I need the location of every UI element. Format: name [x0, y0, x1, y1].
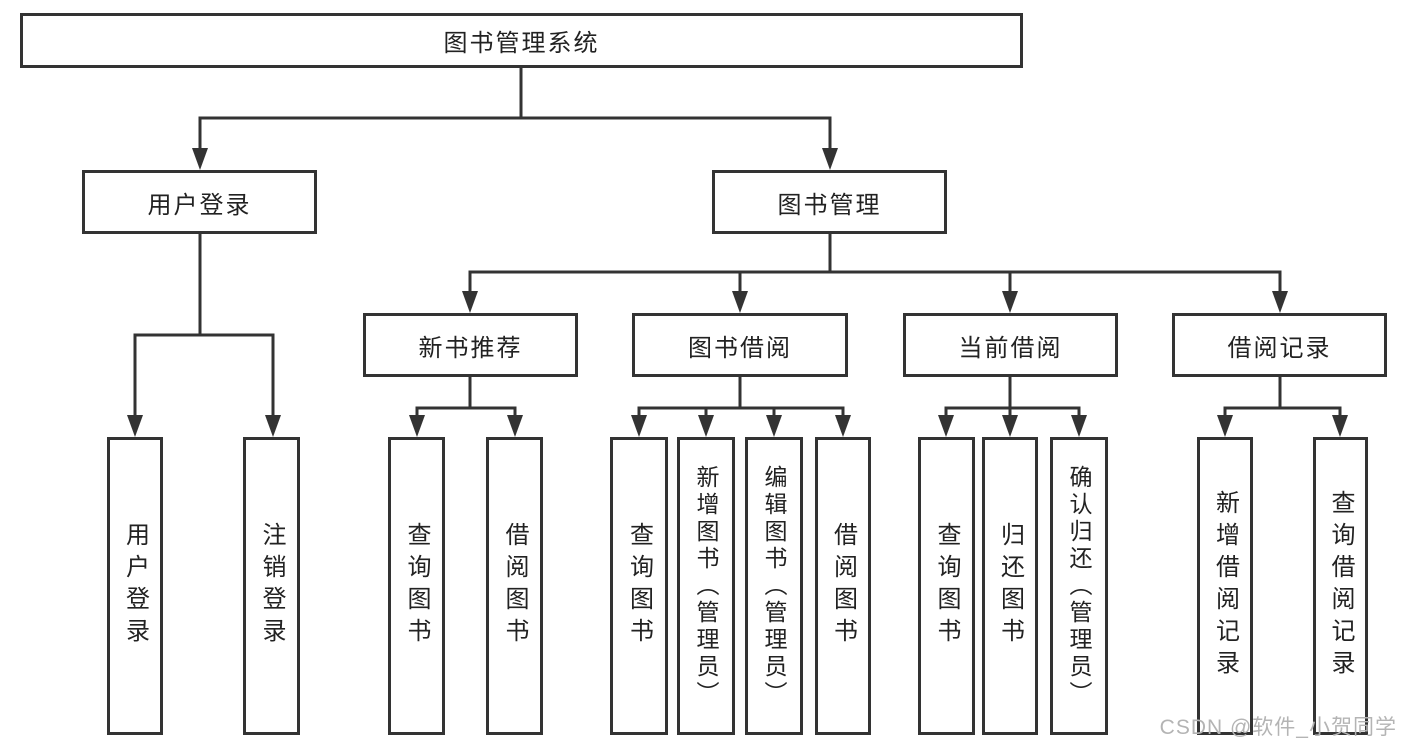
node-label: 编辑图书（管理员）	[761, 464, 787, 708]
node-label: 新书推荐	[418, 334, 523, 362]
node-label: 借阅图书	[501, 522, 528, 650]
leaf-user-login: 用户登录	[107, 437, 163, 735]
leaf-return-books: 归还图书	[982, 437, 1038, 735]
csdn-watermark: CSDN @软件_小贺同学	[1159, 716, 1397, 739]
node-label: 确认归还（管理员）	[1066, 464, 1092, 708]
node-label: 归还图书	[996, 522, 1024, 650]
leaf-confirm-return-admin: 确认归还（管理员）	[1050, 437, 1108, 735]
node-new-book-recommend: 新书推荐	[363, 313, 578, 377]
node-label: 借阅图书	[829, 522, 857, 650]
node-book-borrow: 图书借阅	[632, 313, 848, 377]
node-label: 当前借阅	[958, 334, 1063, 362]
leaf-logout-login: 注销登录	[243, 437, 300, 735]
leaf-query-borrow-record: 查询借阅记录	[1313, 437, 1368, 735]
node-label: 图书管理	[777, 191, 882, 219]
leaf-borrow-books-recommend: 借阅图书	[486, 437, 543, 735]
node-label: 查询图书	[625, 522, 653, 650]
node-user-login: 用户登录	[82, 170, 317, 234]
leaf-edit-books-admin: 编辑图书（管理员）	[745, 437, 803, 735]
node-label: 用户登录	[147, 191, 252, 219]
leaf-query-books-current: 查询图书	[918, 437, 975, 735]
leaf-query-books-borrow: 查询图书	[610, 437, 668, 735]
node-label: 新增借阅记录	[1211, 490, 1239, 682]
node-label: 查询图书	[933, 522, 960, 650]
node-label: 图书管理系统	[443, 30, 600, 57]
leaf-add-borrow-record: 新增借阅记录	[1197, 437, 1253, 735]
node-label: 用户登录	[121, 522, 149, 650]
node-label: 借阅记录	[1227, 334, 1332, 362]
node-label: 查询图书	[403, 522, 430, 650]
node-book-management: 图书管理	[712, 170, 947, 234]
leaf-add-books-admin: 新增图书（管理员）	[677, 437, 735, 735]
node-label: 查询借阅记录	[1327, 490, 1354, 682]
node-label: 新增图书（管理员）	[693, 464, 719, 708]
node-label: 注销登录	[258, 522, 285, 650]
leaf-query-books-recommend: 查询图书	[388, 437, 445, 735]
node-label: 图书借阅	[688, 334, 792, 362]
node-borrow-records: 借阅记录	[1172, 313, 1387, 377]
node-library-management-system: 图书管理系统	[20, 13, 1023, 68]
node-current-borrow: 当前借阅	[903, 313, 1118, 377]
leaf-borrow-books: 借阅图书	[815, 437, 871, 735]
